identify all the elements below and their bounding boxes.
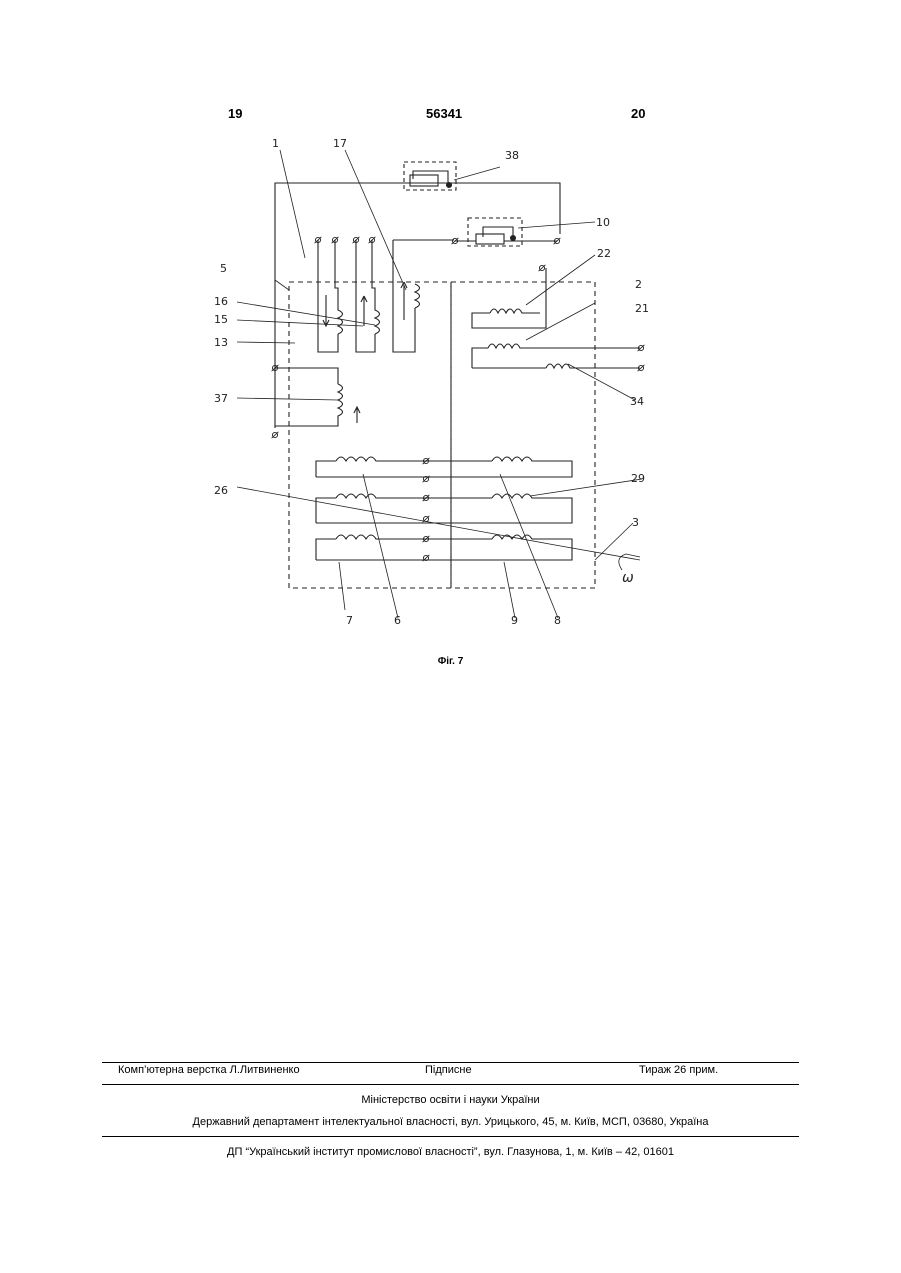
footer-signed: Підписне bbox=[425, 1064, 472, 1076]
footer-rule-middle bbox=[102, 1084, 799, 1085]
footer-rule-top bbox=[102, 1062, 799, 1063]
label-6: 6 bbox=[394, 614, 401, 627]
label-26: 26 bbox=[214, 484, 228, 497]
label-8: 8 bbox=[554, 614, 561, 627]
patent-number: 56341 bbox=[426, 106, 462, 121]
footer-ministry: Міністерство освіти і науки України bbox=[0, 1094, 901, 1106]
label-3: 3 bbox=[632, 516, 639, 529]
label-34: 34 bbox=[630, 395, 644, 408]
label-16: 16 bbox=[214, 295, 228, 308]
label-5: 5 bbox=[220, 262, 227, 275]
label-10: 10 bbox=[596, 216, 610, 229]
label-29: 29 bbox=[631, 472, 645, 485]
label-22: 22 bbox=[597, 247, 611, 260]
label-37: 37 bbox=[214, 392, 228, 405]
label-1: 1 bbox=[272, 137, 279, 150]
figure-caption: Фіг. 7 bbox=[0, 656, 901, 667]
label-13: 13 bbox=[214, 336, 228, 349]
left-page-number: 19 bbox=[228, 106, 242, 121]
label-17: 17 bbox=[333, 137, 347, 150]
footer-institute: ДП “Український інститут промислової вла… bbox=[0, 1146, 901, 1158]
circuit-diagram: 1 17 38 10 22 5 2 21 16 15 13 34 37 26 2… bbox=[200, 130, 680, 660]
label-38: 38 bbox=[505, 149, 519, 162]
footer-circulation: Тираж 26 прим. bbox=[639, 1064, 718, 1076]
label-21: 21 bbox=[635, 302, 649, 315]
module-boundary-left bbox=[289, 282, 451, 588]
footer-rule-bottom bbox=[102, 1136, 799, 1137]
footer-department: Державний департамент інтелектуальної вл… bbox=[0, 1116, 901, 1128]
label-9: 9 bbox=[511, 614, 518, 627]
right-page-number: 20 bbox=[631, 106, 645, 121]
label-omega: ω bbox=[622, 570, 634, 586]
footer-typesetting: Комп’ютерна верстка Л.Литвиненко bbox=[118, 1064, 300, 1076]
label-2: 2 bbox=[635, 278, 642, 291]
label-15: 15 bbox=[214, 313, 228, 326]
label-7: 7 bbox=[346, 614, 353, 627]
